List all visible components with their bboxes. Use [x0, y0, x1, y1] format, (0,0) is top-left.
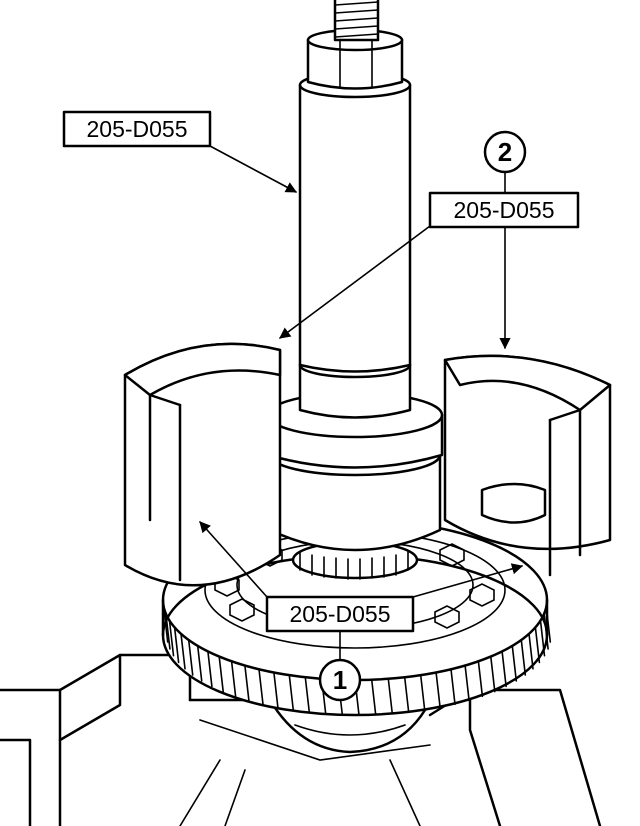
puller-adapter	[266, 351, 444, 552]
gear-tooth	[196, 645, 203, 682]
collar-half-left	[123, 342, 282, 587]
gear-tooth	[180, 632, 186, 670]
gear-tooth	[545, 606, 552, 643]
gear-tooth	[258, 668, 264, 706]
gear-tooth	[273, 671, 279, 709]
callout-tool-mid-right-label: 205-D055	[453, 197, 554, 223]
callout-tool-top-left: 205-D055	[62, 110, 297, 193]
callout-tool-bottom-label: 205-D055	[289, 601, 390, 627]
gear-tooth	[520, 639, 527, 676]
forcing-screw	[333, 0, 380, 42]
gear-tooth	[244, 664, 250, 702]
gear-tooth	[501, 650, 507, 688]
gear-tooth	[230, 660, 237, 698]
gear-tooth	[419, 674, 426, 712]
gear-teeth	[162, 606, 552, 716]
gear-tooth	[477, 660, 484, 698]
gear-tooth	[370, 678, 377, 716]
gear-tooth	[489, 655, 496, 693]
gear-tooth	[528, 632, 534, 670]
gear-tooth	[387, 677, 394, 715]
gear-tooth	[288, 674, 295, 712]
callout-tool-top-left-label: 205-D055	[86, 116, 187, 142]
gear-tooth	[165, 613, 171, 650]
gear-tooth	[304, 676, 311, 714]
callout-item-2: 2	[483, 130, 527, 350]
differential-case	[268, 698, 427, 754]
gear-tooth	[435, 671, 441, 709]
callout-item-1-label: 1	[333, 665, 347, 695]
gear-tooth	[207, 650, 213, 688]
callout-item-2-label: 2	[498, 137, 512, 167]
puller-shaft	[298, 28, 412, 373]
collar-half-right	[443, 354, 612, 577]
gear-tooth	[543, 613, 549, 650]
callout-item-1: 1	[318, 630, 362, 702]
callout-tool-bottom: 205-D055	[199, 521, 524, 633]
gear-tooth	[534, 626, 541, 664]
gear-tooth	[450, 668, 456, 706]
gear-tooth	[464, 664, 470, 702]
gear-tooth	[187, 639, 194, 676]
gear-tooth	[173, 626, 180, 664]
gear-tooth	[162, 606, 169, 643]
ring-gear	[161, 518, 552, 717]
gear-tooth	[218, 655, 224, 693]
gear-tooth	[403, 676, 410, 714]
gear-tooth	[539, 619, 546, 657]
callout-tool-mid-right: 205-D055	[279, 191, 580, 339]
gear-tooth	[511, 645, 518, 682]
gear-tooth	[168, 619, 175, 657]
